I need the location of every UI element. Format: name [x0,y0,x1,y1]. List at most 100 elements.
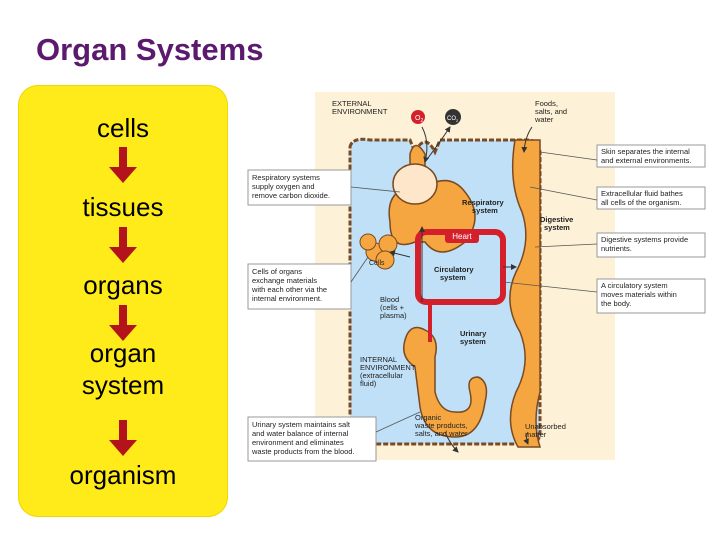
internal-environment-label: INTERNAL [360,355,397,364]
organic-waste-label: salts, and water [415,429,468,438]
o2-subscript: 2 [420,118,423,124]
callout-text: Respiratory systems [252,173,320,182]
callout-text: waste products from the blood. [251,447,355,456]
blood-label: Blood [380,295,399,304]
heart-label: Heart [452,232,472,241]
leader-line [539,151,598,161]
callout-cells [247,263,352,310]
level-tissues: tissues [82,192,164,222]
callout-text: and external environments. [601,156,691,165]
internal-environment-label: ENVIRONMENT [360,363,416,372]
svg-text:EXTERNAL ENVIRONMENT: EXTERNAL ENVIRONMENT [332,99,388,116]
leader-line [350,256,369,283]
lung-alveolus [392,163,438,205]
level-organ-system: organ system [81,338,165,400]
page-title: Organ Systems [36,32,264,67]
food-inflow-arrow [521,126,533,153]
organic-waste-label: waste products, [414,421,468,430]
foods-label: Foods, [535,99,558,108]
callout-text: remove carbon dioxide. [252,191,330,200]
digestive-label: system [544,223,570,232]
callout-text: Extracellular fluid bathes [601,189,683,198]
blood-label: (cells + [380,303,405,312]
svg-text:Foods, salts, and wate: Foods, salts, and water [534,99,569,124]
callout-extracellular [596,186,706,210]
svg-text:Respiratory systems supply: Respiratory systems supply oxygen and re… [252,173,330,200]
urinary-organ [403,326,488,438]
respiratory-label: system [472,206,498,215]
level-organism: organism [69,460,177,490]
callout-text: Urinary system maintains salt [252,420,351,429]
respiratory-label: Respiratory [462,198,505,207]
callout-text: all cells of the organism. [601,198,681,207]
hierarchy-panel: cells tissues organs organ system organi… [18,85,228,517]
leader-line [375,411,421,433]
svg-text:Urinary system: Urinary system [460,329,488,346]
unabsorbed-label: matter [525,430,547,439]
svg-text:Urinary system maintains salt: Urinary system maintains salt and water … [251,420,355,456]
callout-text: Skin separates the internal [601,147,690,156]
callout-circulatory [596,278,706,314]
callout-text: supply oxygen and [252,182,315,191]
callout-text: and water balance of internal [252,429,349,438]
svg-text:Extracellular fluid bathes: Extracellular fluid bathes all cells of … [601,189,685,207]
svg-text:INTERNAL ENVIRONMENT (: INTERNAL ENVIRONMENT (extracellular flui… [360,355,417,388]
internal-environment-label: (extracellular [360,371,403,380]
svg-text:Respiratory system: Respiratory system [462,198,506,215]
callout-text: the body. [601,299,631,308]
blood-label: plasma) [380,311,407,320]
svg-text:Digestive systems provide: Digestive systems provide nutrients. [601,235,690,253]
svg-text:Skin separates the internal: Skin separates the internal and external… [601,147,692,165]
unabsorbed-outflow-arrow [523,431,529,445]
svg-text:Circulatory system: Circulatory system [434,265,476,282]
leader-line [350,186,401,193]
digestive-label: Digestive [540,215,573,224]
callout-text: internal environment. [252,294,322,303]
svg-text:Digestive system: Digestive system [540,215,575,232]
svg-text:Cells of organs exchange m: Cells of organs exchange materials with … [251,267,329,303]
leader-line [534,243,598,248]
external-environment-label: EXTERNAL [332,99,371,108]
svg-text:O2: O2 [415,115,423,124]
callout-respiratory [247,169,352,206]
waste-outflow-arrow [444,431,459,453]
organ-systems-figure: Heart O2 CO2 EXTERNAL ENVIRONMENT Foods,… [240,92,720,473]
callout-text: A circulatory system [601,281,668,290]
callout-text: Cells of organs [252,267,302,276]
co2-subscript: 2 [456,118,459,123]
callout-text: with each other via the [251,285,327,294]
callout-urinary [247,416,377,462]
circulatory-label: Circulatory [434,265,474,274]
callout-text: exchange materials [252,276,317,285]
svg-text:CO2: CO2 [447,116,459,123]
co2-outflow-arrow [424,126,451,163]
circulatory-label: system [440,273,466,282]
level-organs: organs [83,270,163,300]
svg-text:Blood (cells + plasma): Blood (cells + plasma) [380,295,407,320]
oxygen-icon [411,110,425,124]
o2-label: O [415,115,421,122]
callout-text: nutrients. [601,244,632,253]
external-environment-label: ENVIRONMENT [332,107,388,116]
cell [378,234,398,254]
callout-text: environment and eliminates [252,438,344,447]
callout-skin [596,144,706,168]
co2-label: CO [447,116,456,122]
cell [359,233,377,251]
unabsorbed-label: Unabsorbed [525,422,566,431]
exchange-arrow [389,250,411,258]
urinary-label: Urinary [460,329,487,338]
cells-label: Cells [369,260,385,267]
internal-environment-label: fluid) [360,379,377,388]
foods-label: water [534,115,554,124]
leader-line [529,186,598,201]
callout-digestive [596,232,706,258]
callout-text: Digestive systems provide [601,235,688,244]
heart [445,229,479,243]
svg-text:A circulatory system moves: A circulatory system moves materials wit… [601,281,679,308]
leader-line [502,281,598,293]
svg-text:Unabsorbed matter: Unabsorbed matter [525,422,568,439]
organic-waste-label: Organic [415,413,442,422]
svg-text:Organic waste products,: Organic waste products, salts, and water [414,413,470,438]
carbon-dioxide-icon [445,109,461,125]
